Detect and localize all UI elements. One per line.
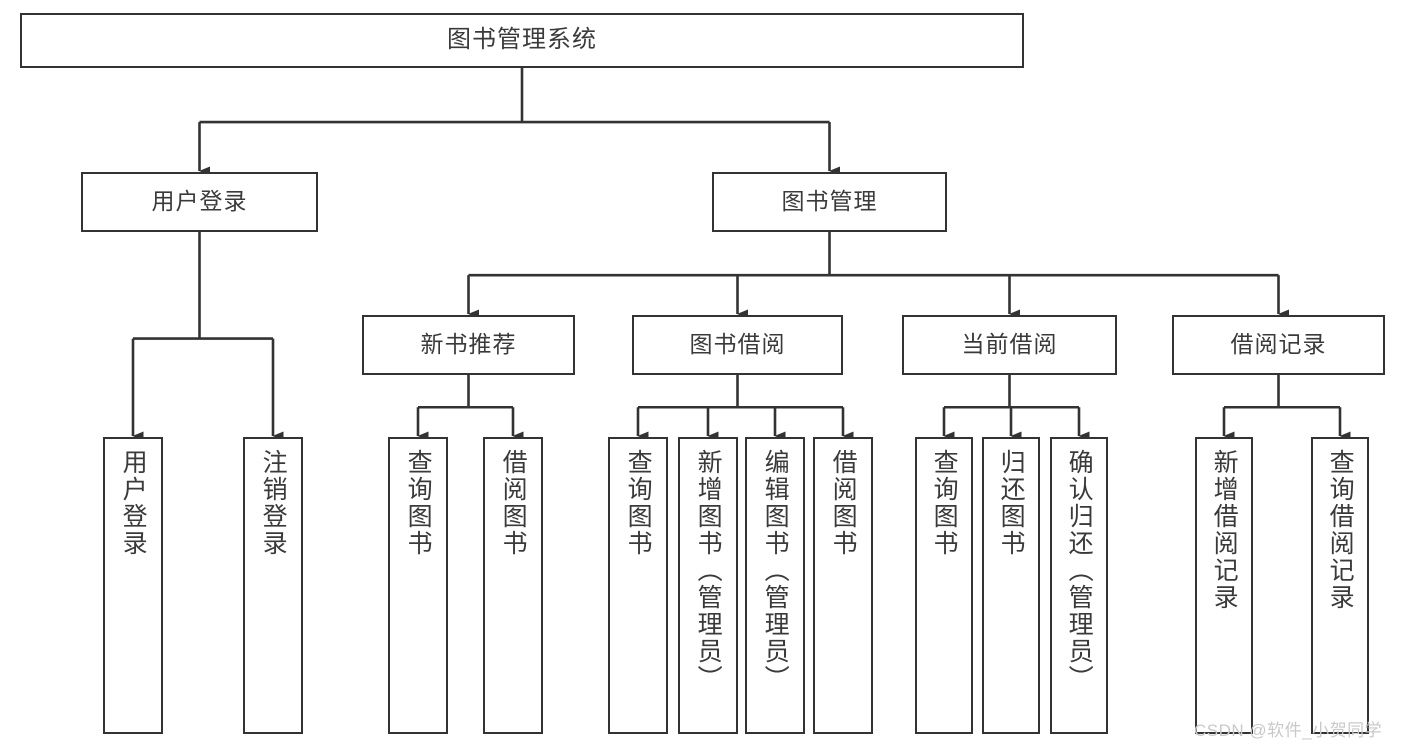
- node-label: 当前借阅: [961, 331, 1058, 358]
- node-leaf4[interactable]: 借阅图书: [483, 437, 543, 734]
- node-leaf1[interactable]: 用户登录: [103, 437, 163, 734]
- node-label: 用户登录: [119, 449, 148, 557]
- node-label: 注销登录: [259, 449, 288, 557]
- node-label: 借阅图书: [829, 449, 858, 557]
- watermark: CSDN @软件_小贺同学: [1194, 721, 1383, 740]
- node-records[interactable]: 借阅记录: [1172, 315, 1385, 375]
- node-label: 图书管理: [781, 188, 878, 215]
- node-label: 编辑图书（管理员）: [761, 449, 790, 692]
- node-leaf11[interactable]: 确认归还（管理员）: [1050, 437, 1108, 734]
- node-label: 借阅记录: [1230, 331, 1327, 358]
- node-label: 借阅图书: [499, 449, 528, 557]
- node-label: 新书推荐: [420, 331, 517, 358]
- node-label: 归还图书: [997, 449, 1026, 557]
- node-leaf7[interactable]: 编辑图书（管理员）: [745, 437, 805, 734]
- node-leaf13[interactable]: 查询借阅记录: [1311, 437, 1369, 734]
- node-bookmgmt[interactable]: 图书管理: [712, 172, 947, 232]
- node-newbook[interactable]: 新书推荐: [362, 315, 575, 375]
- node-leaf10[interactable]: 归还图书: [982, 437, 1040, 734]
- node-label: 确认归还（管理员）: [1065, 449, 1094, 692]
- node-leaf5[interactable]: 查询图书: [608, 437, 668, 734]
- node-label: 查询借阅记录: [1326, 449, 1355, 611]
- node-label: 图书借阅: [689, 331, 786, 358]
- node-leaf12[interactable]: 新增借阅记录: [1195, 437, 1253, 734]
- node-label: 新增图书（管理员）: [694, 449, 723, 692]
- node-leaf8[interactable]: 借阅图书: [813, 437, 873, 734]
- node-label: 新增借阅记录: [1210, 449, 1239, 611]
- node-login[interactable]: 用户登录: [81, 172, 318, 232]
- node-current[interactable]: 当前借阅: [902, 315, 1117, 375]
- node-leaf2[interactable]: 注销登录: [243, 437, 303, 734]
- node-label: 图书管理系统: [447, 26, 597, 54]
- node-leaf6[interactable]: 新增图书（管理员）: [678, 437, 738, 734]
- node-label: 查询图书: [624, 449, 653, 557]
- node-leaf9[interactable]: 查询图书: [915, 437, 973, 734]
- node-label: 用户登录: [151, 188, 248, 215]
- node-root[interactable]: 图书管理系统: [20, 13, 1024, 68]
- node-borrow[interactable]: 图书借阅: [632, 315, 843, 375]
- node-label: 查询图书: [930, 449, 959, 557]
- node-leaf3[interactable]: 查询图书: [388, 437, 448, 734]
- node-label: 查询图书: [404, 449, 433, 557]
